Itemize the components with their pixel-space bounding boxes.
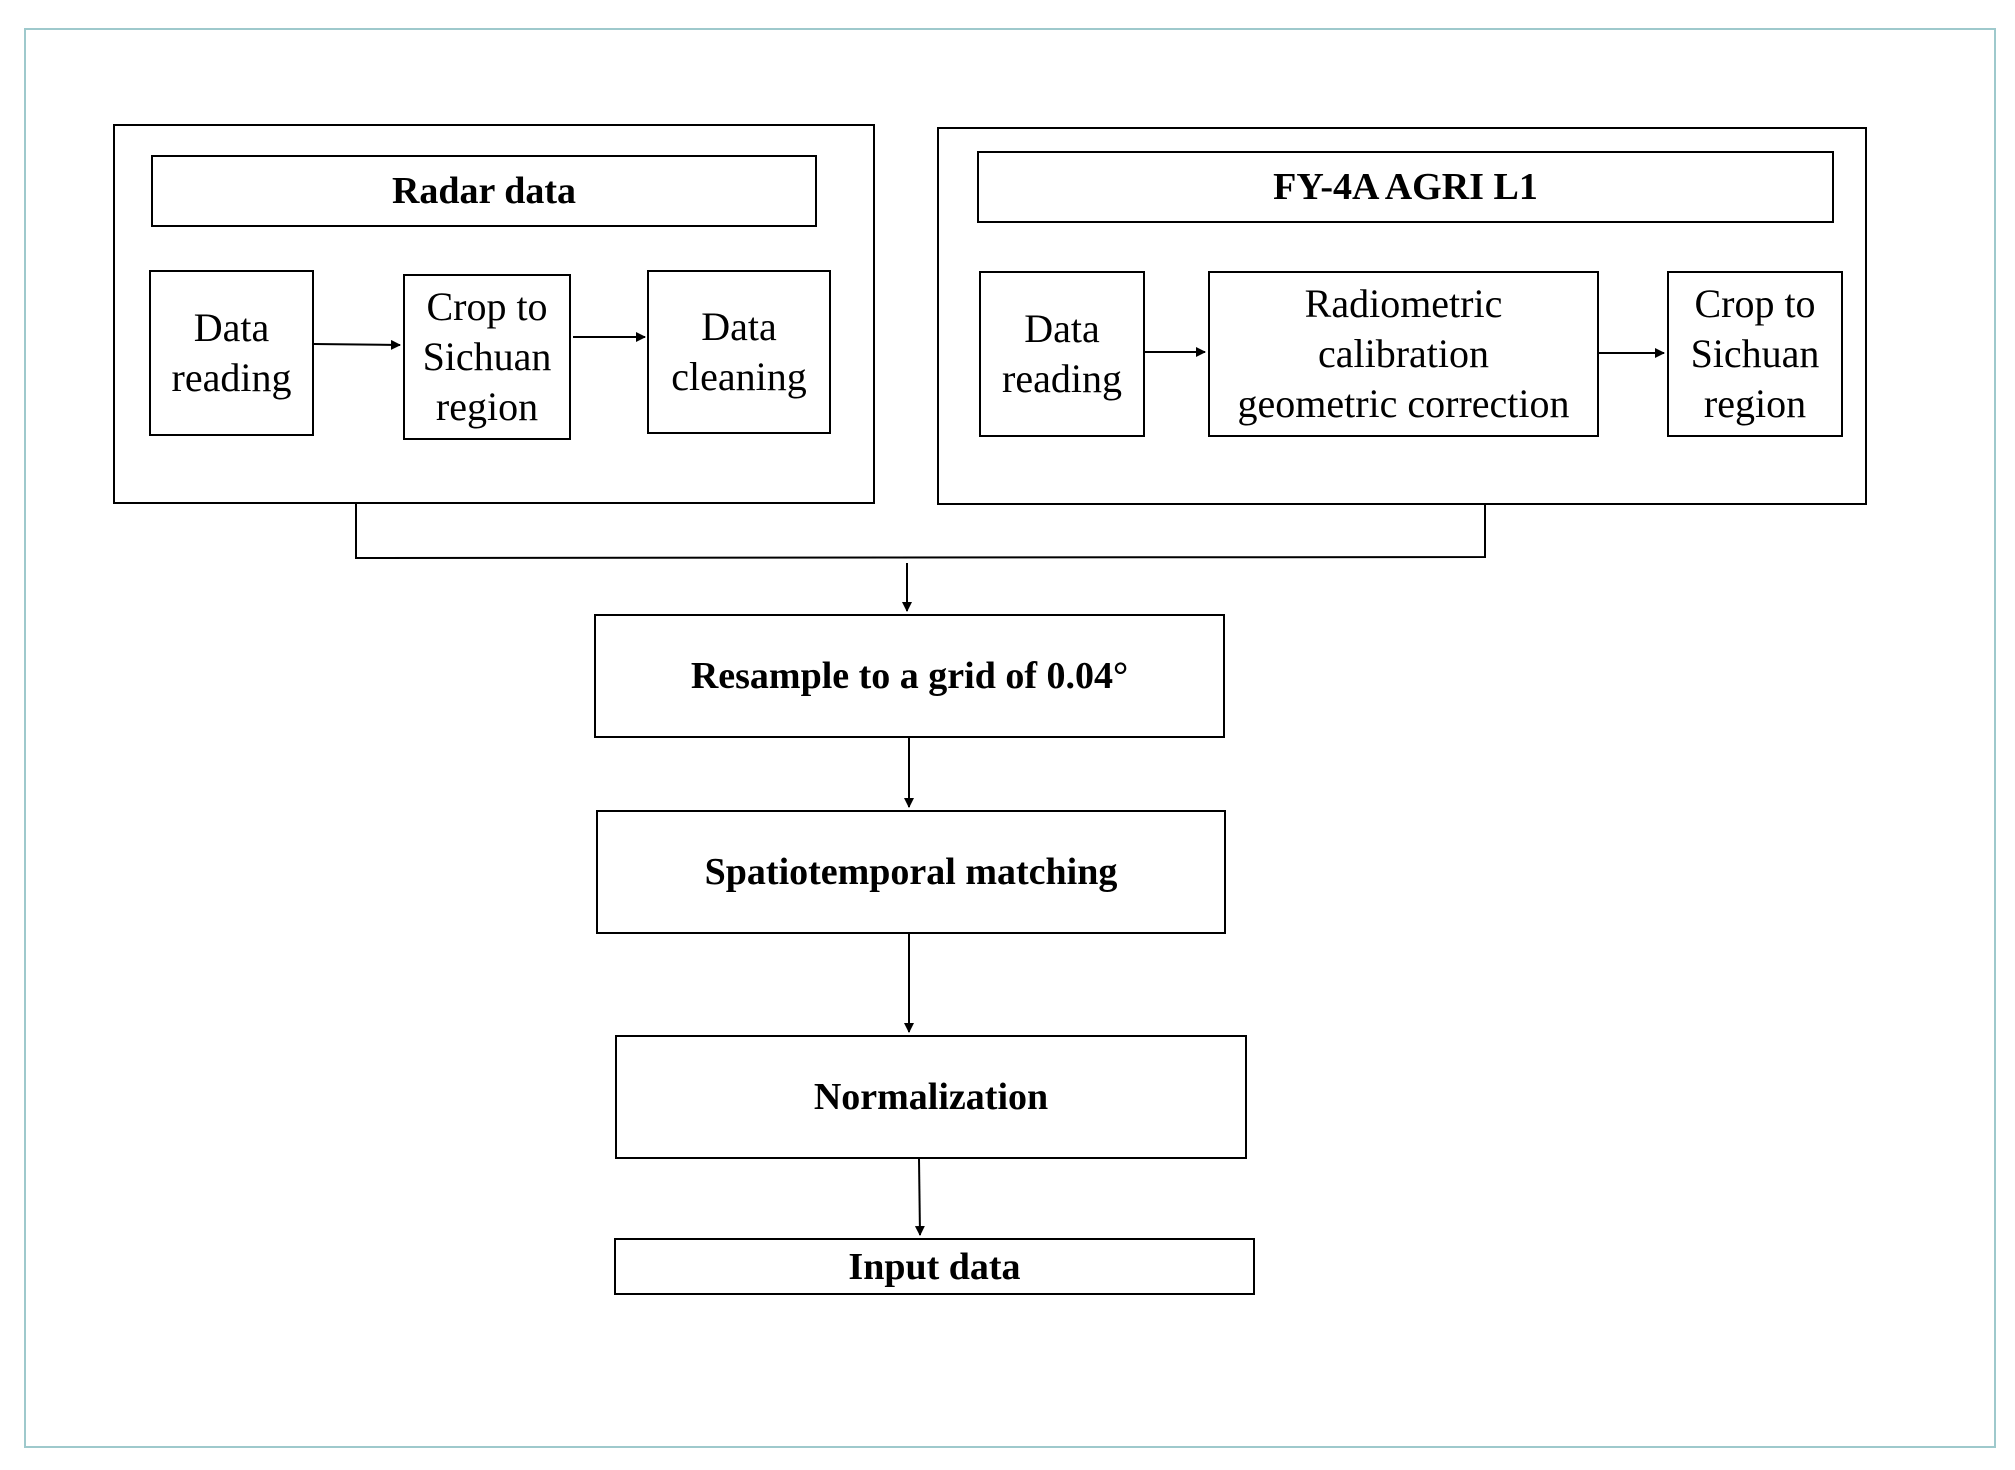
- input-data-box: Input data: [614, 1238, 1255, 1295]
- merge-connector: [355, 504, 1486, 560]
- fy4a-step-radiometric: Radiometric calibration geometric correc…: [1208, 271, 1599, 437]
- fy4a-title-box: FY-4A AGRI L1: [977, 151, 1834, 223]
- fy4a-group: [937, 127, 1867, 505]
- normalization-box: Normalization: [615, 1035, 1247, 1159]
- arrow-radar-1: [313, 339, 401, 350]
- radar-title: Radar data: [391, 170, 577, 212]
- resample-box: Resample to a grid of 0.04°: [594, 614, 1225, 738]
- matching-box: Spatiotemporal matching: [596, 810, 1226, 934]
- radar-title-box: Radar data: [151, 155, 817, 227]
- fy4a-title: FY-4A AGRI L1: [1273, 166, 1538, 208]
- radar-step-crop: Crop to Sichuan region: [403, 274, 571, 440]
- radar-step-data-cleaning: Data cleaning: [647, 270, 831, 434]
- arrow-to-input: [914, 1158, 925, 1236]
- diagram-frame: [24, 28, 1996, 1448]
- fy4a-step-data-reading: Data reading: [979, 271, 1145, 437]
- radar-group: [113, 124, 875, 504]
- radar-step-data-reading: Data reading: [149, 270, 314, 436]
- fy4a-step-crop: Crop to Sichuan region: [1667, 271, 1843, 437]
